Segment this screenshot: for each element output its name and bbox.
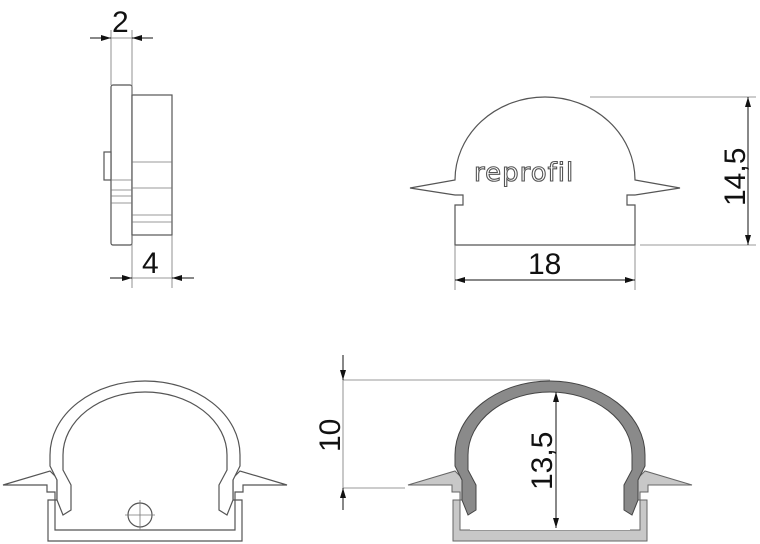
dim-cap-width: 18 [528, 248, 561, 281]
dim-plate-thickness: 2 [112, 6, 129, 39]
dim-inner-height: 13,5 [526, 432, 559, 490]
dim-cap-height: 14,5 [719, 148, 752, 206]
dim-profile-height: 10 [314, 419, 347, 452]
profile-outline-view [2, 380, 288, 542]
profile-section-view: 10 13,5 [314, 355, 693, 542]
dim-body-depth: 4 [142, 247, 159, 280]
brand-logo: reprofil [474, 158, 574, 188]
cap-front-view: reprofil 14,5 18 [409, 96, 756, 290]
side-view: 2 4 [90, 6, 194, 288]
